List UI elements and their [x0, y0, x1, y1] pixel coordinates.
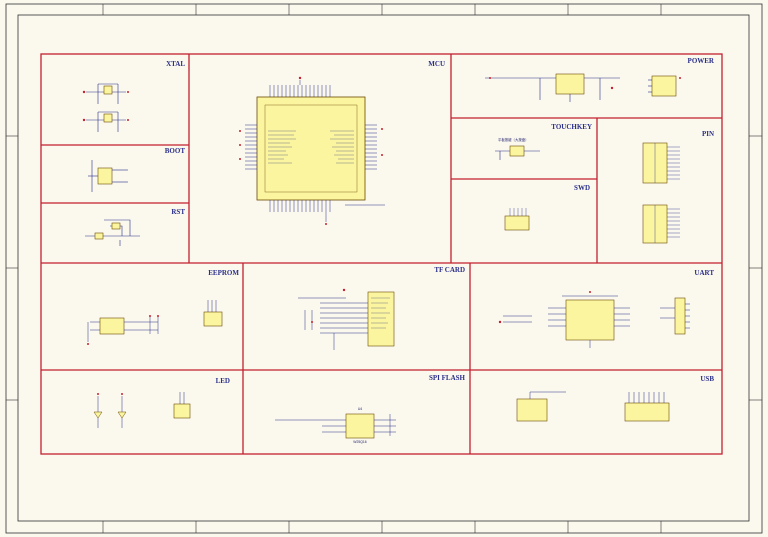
touchkey-circuit: [495, 145, 540, 160]
mcu-pin-marks: [239, 76, 383, 225]
mcu-chip: [256, 96, 366, 201]
usb-circuit: [516, 391, 670, 422]
section-title-rst: RST: [171, 208, 185, 216]
power-marks: [489, 77, 681, 90]
section-title-usb: USB: [700, 375, 714, 383]
led-circuit: [93, 392, 191, 428]
section-title-pin: PIN: [702, 130, 714, 138]
xtal-circuit: [86, 83, 126, 132]
section-title-xtal: XTAL: [166, 60, 185, 68]
power-circuit: [485, 73, 677, 102]
section-title-tfcard: TF CARD: [434, 266, 465, 274]
eeprom-marks: [87, 315, 159, 345]
mcu-pins: [245, 80, 385, 222]
spi-flash-circuit: [275, 413, 396, 439]
tf-card-circuit: [298, 291, 395, 350]
touchkey-label: 平板按键（大按盘）: [498, 137, 529, 142]
led-marks: [97, 393, 123, 395]
eeprom-circuit: [87, 300, 223, 342]
section-title-spiflash: SPI FLASH: [429, 374, 466, 382]
section-title-uart: UART: [694, 269, 714, 277]
inner-frame: [17, 14, 750, 522]
tf-marks: [311, 288, 346, 323]
section-title-power: POWER: [688, 57, 715, 65]
swd-connector: [504, 208, 530, 231]
section-title-swd: SWD: [574, 184, 590, 192]
rst-circuit: [85, 219, 140, 246]
section-title-boot: BOOT: [165, 147, 186, 155]
section-title-eeprom: EEPROM: [208, 269, 239, 277]
mcu-pin-text: [268, 130, 354, 164]
section-grid: [40, 53, 723, 455]
outer-frame: [5, 3, 763, 534]
uart-circuit: [503, 295, 690, 348]
pin-headers: [642, 142, 680, 244]
xtal-pads: [82, 90, 129, 122]
spi-flash-chip-label: W25Q16: [353, 440, 366, 444]
uart-marks: [498, 291, 591, 324]
section-title-led: LED: [216, 377, 230, 385]
section-title-touchkey: TOUCHKEY: [551, 123, 592, 131]
zone-ticks: [6, 4, 762, 533]
section-title-mcu: MCU: [428, 60, 445, 68]
spi-flash-ref: U4: [358, 407, 362, 411]
boot-circuit: [88, 160, 128, 192]
